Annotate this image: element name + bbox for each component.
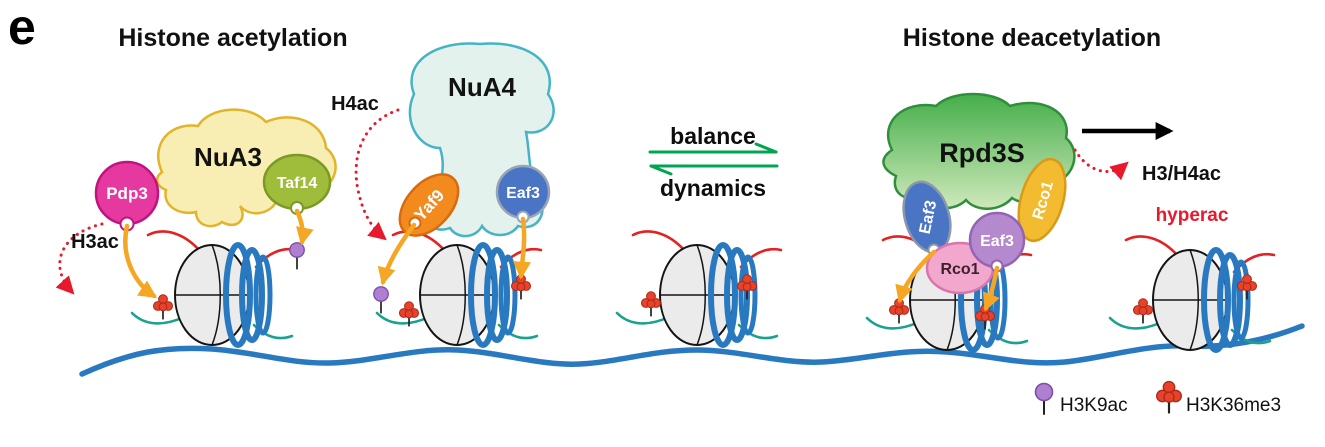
rpd3s-label: Rpd3S <box>939 138 1025 168</box>
pdp3-label: Pdp3 <box>106 184 148 203</box>
h3k36me3-mark <box>888 297 910 324</box>
eaf3-nua4-label: Eaf3 <box>506 185 540 202</box>
eaf3-blue-label: Eaf3 <box>917 199 941 236</box>
legend-h3k9ac-icon <box>1034 382 1054 415</box>
eaf3-purple-label: Eaf3 <box>980 233 1014 250</box>
rco1-subunit-yellow <box>1017 157 1067 243</box>
h3k36me3-mark <box>640 290 662 317</box>
balance-label: balance <box>670 123 756 149</box>
h3ac-label: H3ac <box>71 231 119 253</box>
h3k36me3-mark <box>152 293 174 320</box>
yaf9-targeting-arrow <box>377 222 417 286</box>
hyperac-label: hyperac <box>1156 205 1229 226</box>
equilibrium-arrows: balance dynamics <box>648 123 779 201</box>
eaf3-purple-targeting-arrow <box>982 265 1000 312</box>
dynamics-label: dynamics <box>660 175 766 201</box>
heading-acetylation: Histone acetylation <box>118 24 347 52</box>
h4ac-label: H4ac <box>331 93 379 115</box>
rco1-pink-label: Rco1 <box>940 261 979 278</box>
nucleosome-5 <box>1110 237 1274 350</box>
nucleosome-1 <box>132 232 296 345</box>
legend: H3K9ac H3K36me3 <box>1034 380 1281 416</box>
legend-h3k9ac-label: H3K9ac <box>1060 395 1128 416</box>
equilibrium-reverse-barb <box>649 164 673 176</box>
eaf3-nua4-targeting-arrow <box>513 216 532 280</box>
h3k9ac-mark <box>372 285 390 314</box>
heading-deacetylation: Histone deacetylation <box>903 24 1161 52</box>
nua3-label: NuA3 <box>194 142 262 172</box>
nua4-label: NuA4 <box>448 72 516 102</box>
equilibrium-forward-barb <box>754 142 778 154</box>
h3h4ac-label: H3/H4ac <box>1142 163 1221 185</box>
taf14-label: Taf14 <box>277 175 318 192</box>
rpd3s-complex: Rpd3S Eaf3 Rco1 Rco1 Eaf3 <box>882 92 1076 295</box>
pdp3-targeting-arrow <box>123 223 157 299</box>
legend-h3k36me3-label: H3K36me3 <box>1186 395 1281 416</box>
h3k9ac-mark <box>288 241 306 270</box>
legend-h3k36me3-icon <box>1155 380 1183 414</box>
dna-strand <box>79 323 1305 377</box>
h3ac-recognition-arrow <box>55 222 104 295</box>
nua4-complex: NuA4 Yaf9 Eaf3 <box>398 42 555 238</box>
taf14-targeting-arrow <box>294 208 314 246</box>
eaf3-blue-targeting-arrow <box>895 249 937 304</box>
h3k36me3-mark <box>1132 297 1154 324</box>
h4ac-recognition-arrow <box>354 108 400 241</box>
panel-label: e <box>8 0 36 55</box>
h3h4ac-removal-arrow <box>1073 148 1129 181</box>
